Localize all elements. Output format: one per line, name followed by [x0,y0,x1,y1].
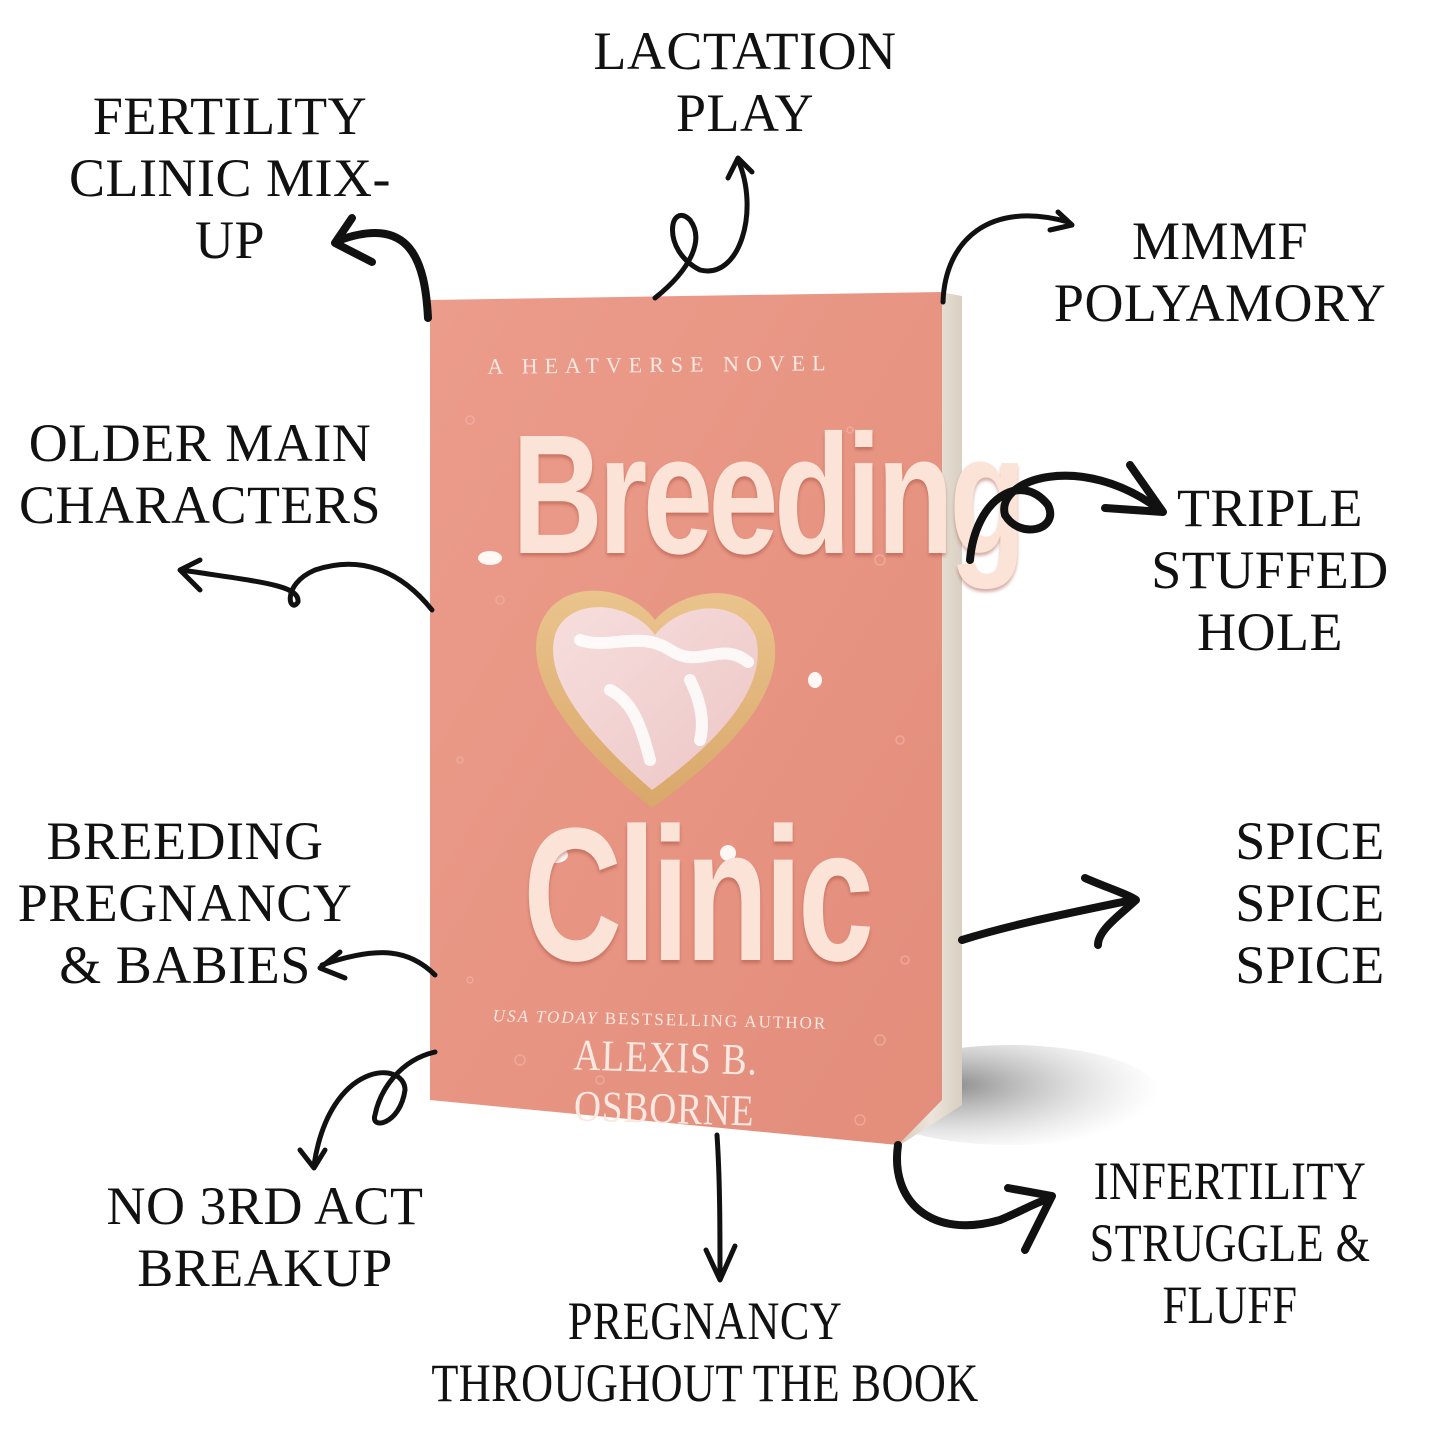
heart-cookie-icon [536,590,776,808]
series-line: A HEATVERSE NOVEL [487,350,833,379]
icing-drips [478,551,849,956]
trope-line: UP [194,210,266,270]
trope-line: SPICE [1235,811,1385,871]
trope-label-polyamory: MMMF POLYAMORY [1040,210,1400,334]
arrow-icon-triple [966,461,1167,564]
trope-line: INFERTILITY [1093,1151,1367,1211]
arrow-icon-pregnancy [703,1132,738,1283]
book-title-line-2: Clinic [523,789,874,1001]
trope-line: HOLE [1197,602,1343,662]
arrow-icon-older [177,557,435,613]
trope-line: NO 3RD ACT [106,1176,424,1236]
trope-label-spice: SPICE SPICE SPICE [1210,810,1410,996]
trope-line: OLDER MAIN [28,413,372,473]
trope-line: STUFFED [1151,540,1389,600]
trope-line: SPICE [1235,935,1385,995]
arrow-icon-infertility [893,1141,1056,1254]
trope-label-infertility: INFERTILITY STRUGGLE & FLUFF [1066,1150,1394,1336]
trope-line: SPICE [1235,873,1385,933]
book-title-line-1: Breeding [512,400,1026,590]
trope-line: POLYAMORY [1053,273,1387,333]
page-edges [900,292,962,1145]
trope-line: PREGNANCY [567,1291,843,1351]
author-tagline: USA TODAY BESTSELLING AUTHOR [460,1005,860,1034]
trope-line: CLINIC MIX- [69,148,391,208]
trope-line: PREGNANCY [17,873,353,933]
trope-line: BREAKUP [137,1238,393,1298]
water-droplets [456,415,910,1126]
trope-line: LACTATION [593,21,897,81]
trope-label-triple: TRIPLE STUFFED HOLE [1140,477,1400,663]
trope-line: CHARACTERS [18,475,382,535]
trope-line: FERTILITY [92,86,368,146]
trope-label-no-breakup: NO 3RD ACT BREAKUP [95,1175,435,1299]
book-shadow [860,1045,1160,1145]
trope-line: THROUGHOUT THE BOOK [431,1353,979,1413]
tagline-italic: USA TODAY [492,1006,599,1028]
trope-label-lactation: LACTATION PLAY [570,20,920,144]
trope-label-pregnancy: PREGNANCY THROUGHOUT THE BOOK [373,1290,1037,1414]
trope-line: BREEDING [46,811,324,871]
trope-label-fertility: FERTILITY CLINIC MIX- UP [60,85,400,271]
arrow-icon-lactation [652,155,755,301]
trope-label-older: OLDER MAIN CHARACTERS [15,412,385,536]
trope-line: PLAY [675,83,815,143]
tagline-rest: BESTSELLING AUTHOR [604,1008,828,1033]
arrow-icon-no-breakup [297,1049,438,1171]
trope-line: FLUFF [1162,1275,1298,1335]
trope-line: MMMF [1131,211,1309,271]
trope-label-breeding: BREEDING PREGNANCY & BABIES [10,810,360,996]
trope-line: STRUGGLE & [1089,1213,1371,1273]
book-cover [430,292,942,1145]
author-name: ALEXIS B. OSBORNE [572,1030,759,1136]
arrow-icon-spice [958,874,1140,949]
trope-line: TRIPLE [1177,478,1363,538]
trope-line: & BABIES [59,935,311,995]
